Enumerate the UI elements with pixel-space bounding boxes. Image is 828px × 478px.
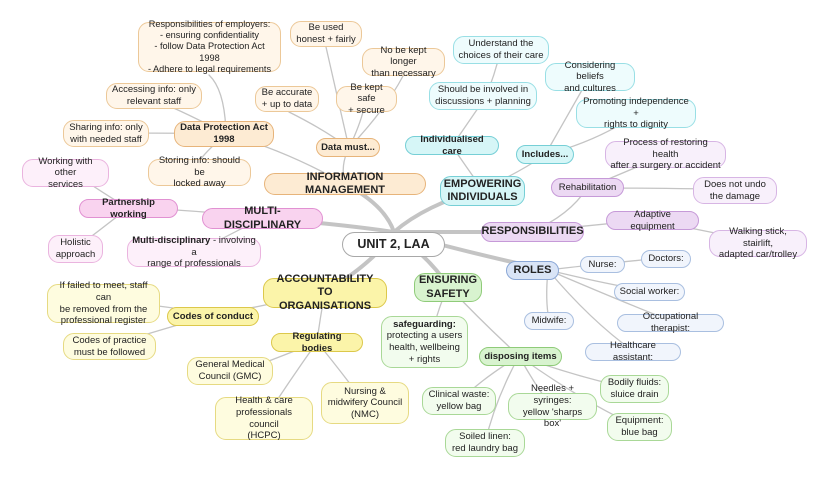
- codes-of-conduct-node[interactable]: Codes of conduct: [167, 307, 259, 326]
- accountability-topic[interactable]: ACCOUNTABILITY TO ORGANISATIONS: [263, 273, 387, 312]
- understand-choices-node[interactable]: Understand the choices of their care: [453, 36, 549, 64]
- not-kept-longer-node[interactable]: No be kept longer than necessary: [362, 45, 445, 79]
- roles-topic[interactable]: ROLES: [506, 261, 559, 280]
- data-must-node[interactable]: Data must...: [316, 138, 380, 157]
- healthcare-assistant-node[interactable]: Healthcare assistant:: [585, 340, 681, 363]
- does-not-undo-node[interactable]: Does not undo the damage: [693, 177, 777, 204]
- disposing-items-node[interactable]: disposing items: [479, 347, 562, 366]
- honest-fairly-node[interactable]: Be used honest + fairly: [290, 21, 362, 47]
- clinical-waste-node[interactable]: Clinical waste: yellow bag: [422, 387, 496, 415]
- individualised-care-node[interactable]: Individualised care: [405, 134, 499, 157]
- independence-dignity-node[interactable]: Promoting independence + rights to digni…: [576, 96, 696, 130]
- multi-disciplinary-term: Multi-disciplinary: [132, 235, 211, 247]
- central-topic[interactable]: UNIT 2, LAA: [342, 232, 445, 257]
- responsibilities-topic[interactable]: RESPONSIBILITIES: [481, 222, 584, 242]
- partnership-working-node[interactable]: Partnership working: [79, 197, 178, 220]
- sharing-info-node[interactable]: Sharing info: only with needed staff: [63, 120, 149, 147]
- data-protection-act-node[interactable]: Data Protection Act 1998: [174, 121, 274, 147]
- restoring-health-node[interactable]: Process of restoring health after a surg…: [605, 137, 726, 171]
- other-services-node[interactable]: Working with other services: [22, 156, 109, 190]
- ensuring-safety-topic[interactable]: ENSURING SAFETY: [414, 273, 482, 302]
- soiled-linen-node[interactable]: Soiled linen: red laundry bag: [445, 429, 525, 457]
- beliefs-cultures-node[interactable]: Considering beliefs and cultures: [545, 60, 635, 94]
- holistic-approach-node[interactable]: Holistic approach: [48, 235, 103, 263]
- doctors-node[interactable]: Doctors:: [641, 250, 691, 268]
- includes-node[interactable]: Includes...: [516, 145, 574, 164]
- accessing-info-node[interactable]: Accessing info: only relevant staff: [106, 83, 202, 109]
- involved-discussions-node[interactable]: Should be involved in discussions + plan…: [429, 82, 537, 110]
- empowering-individuals-topic[interactable]: EMPOWERING INDIVIDUALS: [440, 176, 525, 206]
- accurate-node[interactable]: Be accurate + up to data: [255, 86, 319, 112]
- failed-to-meet-node[interactable]: If failed to meet, staff can be removed …: [47, 280, 160, 326]
- multi-disciplinary-topic[interactable]: MULTI-DISCIPLINARY: [202, 205, 323, 231]
- equipment-blue-bag-node[interactable]: Equipment: blue bag: [607, 413, 672, 441]
- safeguarding-term: safeguarding:: [393, 318, 456, 330]
- social-worker-node[interactable]: Social worker:: [614, 283, 685, 301]
- rehabilitation-node[interactable]: Rehabilitation: [551, 178, 624, 197]
- bodily-fluids-node[interactable]: Bodily fluids: sluice drain: [600, 375, 669, 403]
- safeguarding-node[interactable]: safeguarding: protecting a users health,…: [381, 316, 468, 368]
- regulating-bodies-node[interactable]: Regulating bodies: [271, 331, 363, 354]
- multi-disciplinary-definition-node[interactable]: Multi-disciplinary - involving a range o…: [127, 235, 261, 270]
- gmc-node[interactable]: General Medical Council (GMC): [187, 357, 273, 385]
- codes-of-practice-node[interactable]: Codes of practice must be followed: [63, 333, 156, 360]
- employers-responsibilities-text: Responsibilities of employers: - ensurin…: [147, 18, 272, 74]
- midwife-node[interactable]: Midwife:: [524, 312, 574, 330]
- multi-disciplinary-meaning: - involving a range of professionals: [147, 235, 256, 270]
- adaptive-equipment-node[interactable]: Adaptive equipment: [606, 209, 699, 232]
- nurse-node[interactable]: Nurse:: [580, 256, 625, 273]
- employers-responsibilities-node[interactable]: Responsibilities of employers: - ensurin…: [138, 18, 281, 74]
- safe-secure-node[interactable]: Be kept safe + secure: [336, 82, 397, 116]
- occupational-therapist-node[interactable]: Occupational therapist:: [617, 311, 724, 334]
- storing-info-node[interactable]: Storing info: should be locked away: [148, 155, 251, 189]
- nmc-node[interactable]: Nursing & midwifery Council (NMC): [321, 382, 409, 424]
- walking-stick-node[interactable]: Walking stick, stairlift, adapted car/tr…: [709, 226, 807, 260]
- needles-syringes-node[interactable]: Needles + syringes: yellow 'sharps box': [508, 383, 597, 429]
- information-management-topic[interactable]: INFORMATION MANAGEMENT: [264, 171, 426, 196]
- hcpc-node[interactable]: Health & care professionals council (HCP…: [215, 395, 313, 441]
- safeguarding-meaning: protecting a users health, wellbeing + r…: [386, 330, 463, 365]
